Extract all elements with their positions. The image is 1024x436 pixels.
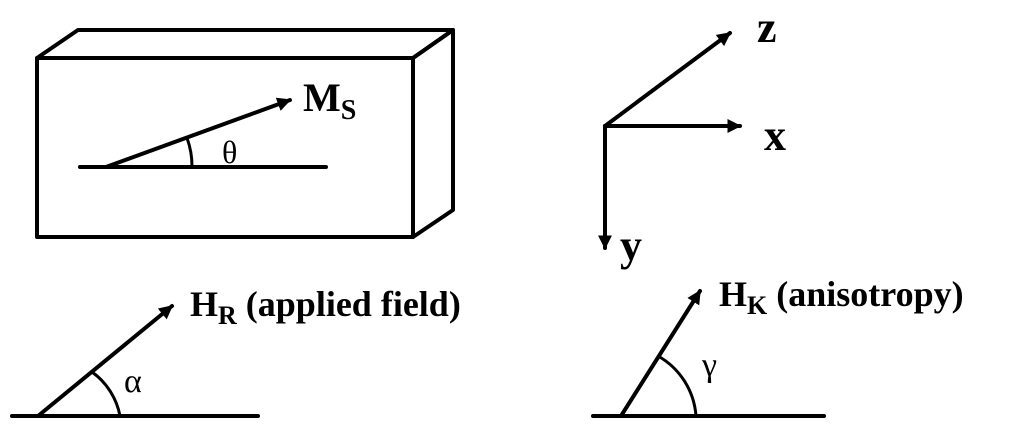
applied-field-arrow [36, 304, 174, 418]
alpha-label: α [124, 363, 142, 400]
gamma-arc [657, 354, 698, 417]
box-top-face [35, 28, 455, 60]
gamma-label: γ [701, 347, 717, 384]
theta-label: θ [222, 134, 237, 170]
theta-arc [185, 137, 194, 168]
coordinate-axes: z x y [598, 3, 786, 270]
magnetization-label: MS [303, 75, 356, 126]
applied-field-label: HR (applied field) [190, 284, 461, 330]
x-axis-label: x [764, 111, 786, 160]
applied-field-group: α HR (applied field) [10, 284, 461, 418]
alpha-arc [91, 370, 122, 417]
anisotropy-group: γ HK (anisotropy) [591, 274, 964, 418]
sample-box [35, 28, 455, 239]
anisotropy-arrow [619, 289, 702, 418]
z-axis-arrow [603, 31, 732, 128]
magnetization-arrow [104, 97, 292, 169]
magnetization-group: θ MS [78, 75, 356, 170]
box-side-face [411, 28, 455, 239]
z-axis-label: z [757, 3, 777, 52]
y-axis-label: y [620, 221, 642, 270]
anisotropy-label: HK (anisotropy) [719, 274, 964, 320]
